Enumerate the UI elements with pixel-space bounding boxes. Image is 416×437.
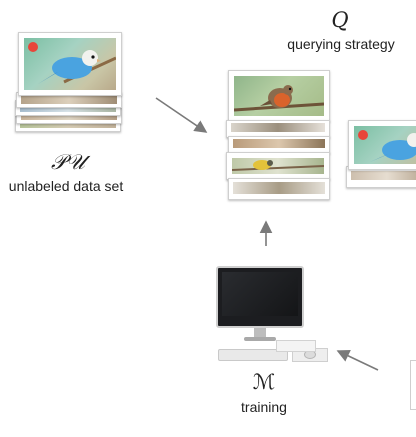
unlabeled-label: unlabeled data set	[8, 178, 124, 194]
labeled-stack	[346, 120, 416, 190]
arrow-unlabeled-to-query	[155, 97, 208, 133]
unlabeled-stack	[14, 32, 122, 132]
bird-photo-sheet	[228, 178, 330, 200]
model-label: training	[241, 399, 287, 415]
computer-monitor	[216, 266, 304, 328]
query-label: querying strategy	[287, 36, 395, 52]
robin-photo	[228, 70, 330, 122]
parrot-photo	[348, 120, 416, 170]
red-flower-decoration	[358, 130, 368, 140]
desk-box	[276, 340, 316, 352]
bird-photo	[226, 152, 330, 180]
red-flower-decoration	[28, 42, 38, 52]
computer	[212, 264, 332, 364]
query-stack	[226, 70, 330, 202]
unlabeled-symbol: 𝒫𝒰	[50, 150, 86, 174]
query-symbol: Q	[331, 8, 349, 32]
partial-sheet	[410, 360, 416, 410]
arrow-right-to-model	[336, 350, 379, 371]
keyboard	[218, 349, 288, 361]
parrot-photo	[18, 32, 122, 96]
model-symbol: ℳ	[252, 370, 276, 394]
